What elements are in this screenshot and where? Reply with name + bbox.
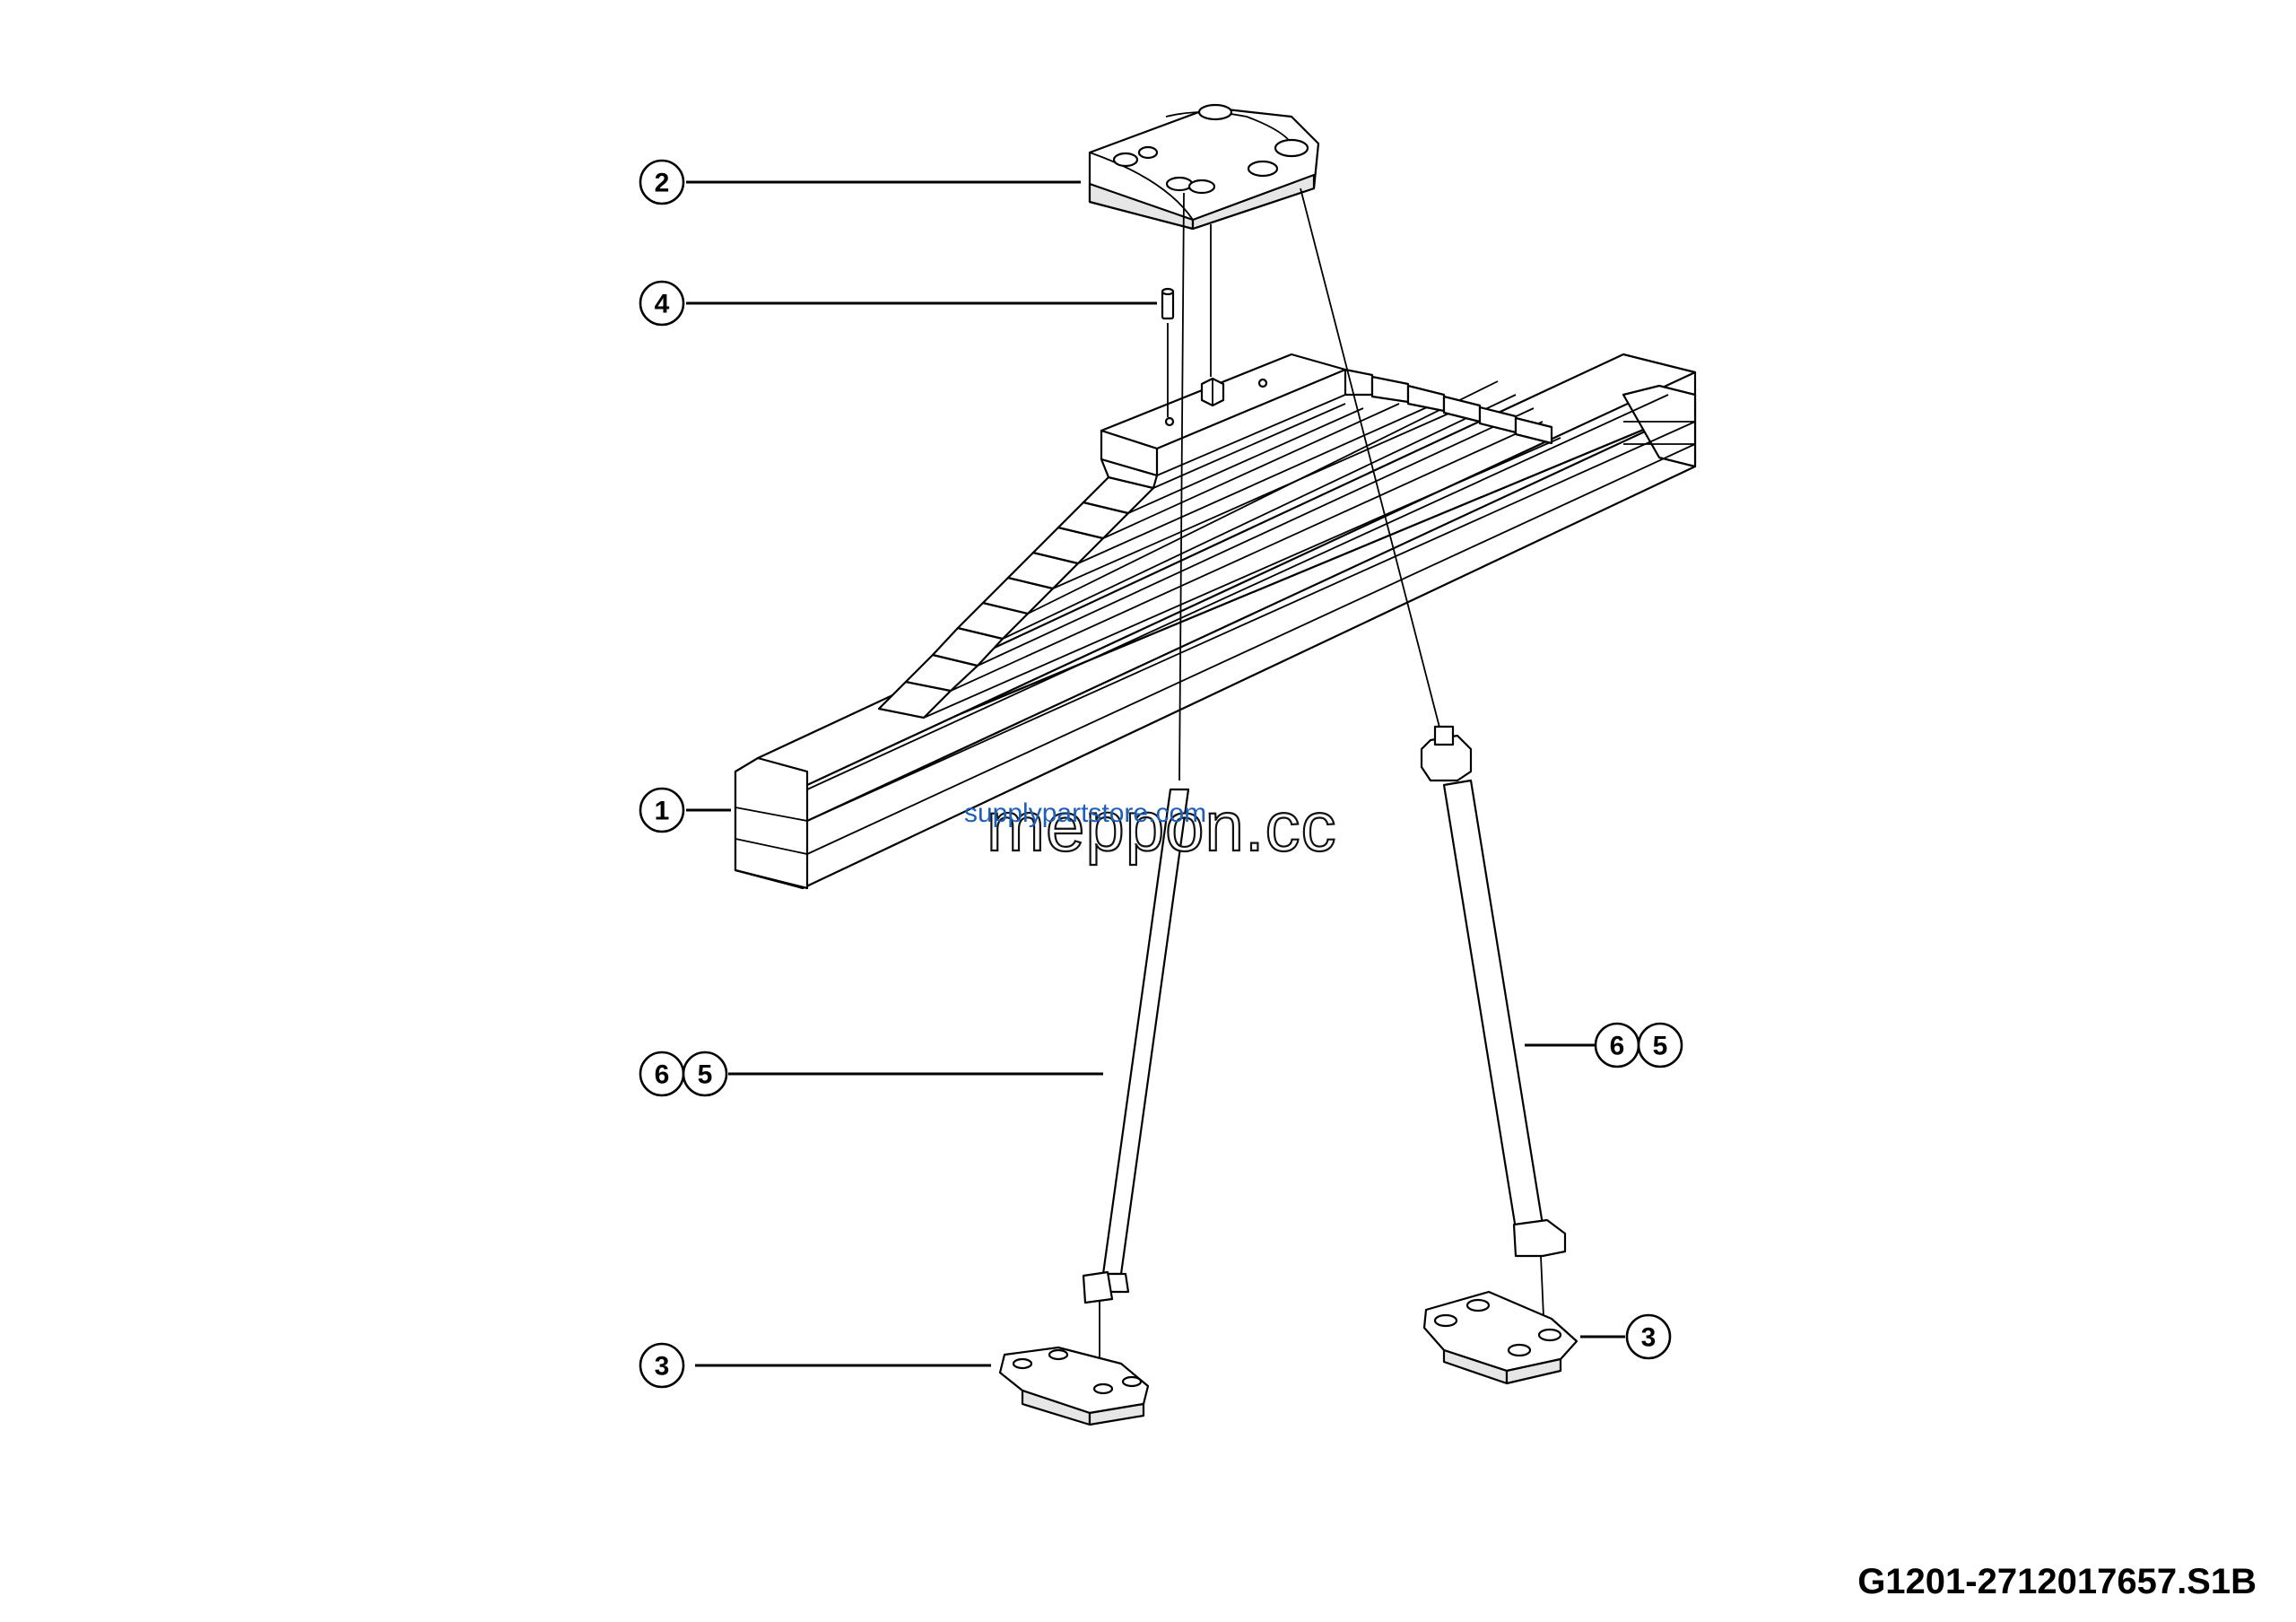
drawing-code: G1201-2712017657.S1B [1857, 1562, 2257, 1601]
callout-5-right: 5 [1637, 1022, 1683, 1068]
callout-3-left: 3 [639, 1342, 685, 1389]
callout-3-right: 3 [1625, 1313, 1672, 1360]
center-pin [1161, 287, 1175, 417]
callout-label: 2 [655, 169, 670, 198]
leaf-spring-pack [734, 353, 1697, 890]
watermark-primary: meppon.cc [987, 787, 1337, 866]
callout-label: 5 [1653, 1032, 1668, 1061]
watermark: meppon.cc supplypartstore.com [964, 786, 1337, 867]
callout-6-left: 6 [639, 1051, 685, 1097]
callout-4: 4 [639, 280, 685, 327]
callout-label: 1 [655, 797, 670, 826]
callout-2: 2 [639, 159, 685, 205]
callout-label: 6 [1610, 1032, 1625, 1061]
callout-label: 5 [698, 1060, 713, 1090]
u-bolt-right [1300, 187, 1567, 1338]
watermark-secondary: supplypartstore.com [964, 798, 1206, 828]
callout-1: 1 [639, 787, 685, 833]
callout-5-left: 5 [682, 1051, 728, 1097]
clamp-plate-right [1422, 1290, 1578, 1385]
clamp-plate-left [998, 1346, 1150, 1426]
saddle-clamp-plate [1088, 103, 1320, 231]
callout-label: 3 [655, 1352, 670, 1382]
callout-label: 6 [655, 1060, 670, 1090]
leader-lines [686, 180, 1625, 1367]
callout-6-right: 6 [1594, 1022, 1640, 1068]
callout-label: 4 [655, 290, 670, 319]
center-nut [1200, 224, 1225, 407]
callout-label: 3 [1641, 1323, 1657, 1353]
